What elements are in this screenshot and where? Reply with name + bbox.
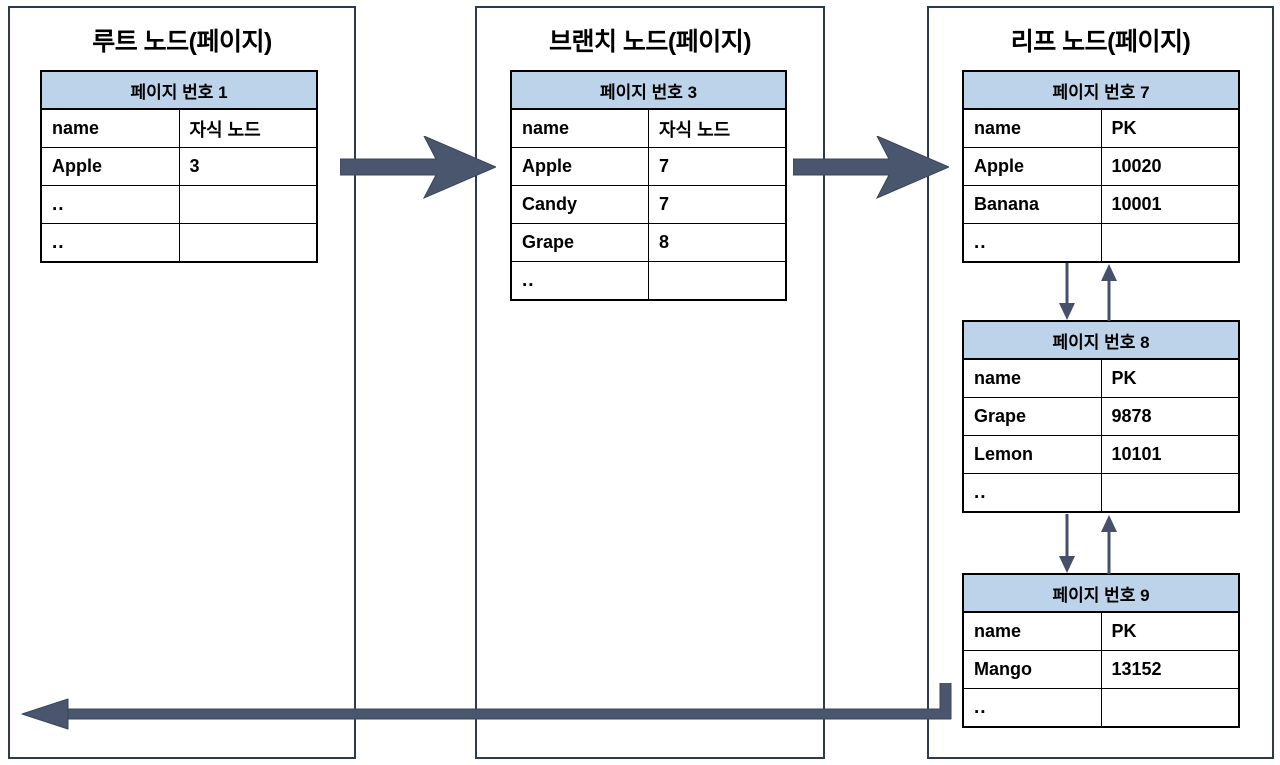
cell-key: .. bbox=[511, 261, 649, 300]
table-header-row: 페이지 번호 9 bbox=[963, 574, 1239, 613]
page-number-header: 페이지 번호 8 bbox=[963, 321, 1239, 360]
arrow-root-to-branch-icon bbox=[340, 136, 496, 200]
page-number-header: 페이지 번호 1 bbox=[41, 71, 317, 110]
cell-key: .. bbox=[963, 223, 1102, 262]
table-row: .. bbox=[41, 223, 317, 262]
cell-key: Mango bbox=[963, 650, 1102, 689]
node-table-page9: 페이지 번호 9 name PK Mango 13152 .. bbox=[962, 573, 1240, 728]
table-row: Mango 13152 bbox=[963, 650, 1239, 689]
column-header-name: name bbox=[963, 611, 1102, 651]
table-header-row: 페이지 번호 8 bbox=[963, 321, 1239, 360]
table-row: .. bbox=[963, 688, 1239, 727]
cell-value bbox=[648, 261, 786, 300]
cell-value: 10001 bbox=[1100, 185, 1239, 224]
column-header-pk: PK bbox=[1100, 358, 1239, 398]
page-number-header: 페이지 번호 9 bbox=[963, 574, 1239, 613]
panel-leaf-title: 리프 노드(페이지) bbox=[1010, 28, 1191, 56]
column-header-pk: PK bbox=[1100, 611, 1239, 651]
column-header-child: 자식 노드 bbox=[648, 108, 786, 148]
cell-value: 8 bbox=[648, 223, 786, 262]
panel-branch-node: 브랜치 노드(페이지) bbox=[475, 6, 825, 759]
panel-root-node: 루트 노드(페이지) bbox=[8, 6, 356, 759]
cell-key: Apple bbox=[41, 147, 180, 186]
cell-key: .. bbox=[963, 688, 1102, 727]
column-header-child: 자식 노드 bbox=[178, 108, 317, 148]
cell-value bbox=[178, 185, 317, 224]
cell-value: 7 bbox=[648, 185, 786, 224]
cell-value bbox=[178, 223, 317, 262]
panel-leaf-node: 리프 노드(페이지) bbox=[927, 6, 1274, 759]
table-row: Lemon 10101 bbox=[963, 435, 1239, 474]
cell-value bbox=[1100, 688, 1239, 727]
column-header-name: name bbox=[41, 108, 180, 148]
cell-key: Grape bbox=[963, 397, 1102, 436]
table-row: Grape 9878 bbox=[963, 397, 1239, 436]
node-table-page1: 페이지 번호 1 name 자식 노드 Apple 3 .. .. bbox=[40, 70, 318, 263]
cell-key: .. bbox=[41, 185, 180, 224]
table-row: .. bbox=[963, 223, 1239, 262]
cell-key: Apple bbox=[511, 147, 649, 186]
page-number-header: 페이지 번호 3 bbox=[511, 71, 786, 110]
cell-value: 3 bbox=[178, 147, 317, 186]
table-column-header-row: name PK bbox=[963, 611, 1239, 651]
column-header-pk: PK bbox=[1100, 108, 1239, 148]
table-row: .. bbox=[41, 185, 317, 224]
table-row: Candy 7 bbox=[511, 185, 786, 224]
table-column-header-row: name PK bbox=[963, 358, 1239, 398]
table-row: Banana 10001 bbox=[963, 185, 1239, 224]
cell-value bbox=[1100, 473, 1239, 512]
cell-key: Lemon bbox=[963, 435, 1102, 474]
cell-value bbox=[1100, 223, 1239, 262]
cell-value: 10101 bbox=[1100, 435, 1239, 474]
column-header-name: name bbox=[963, 358, 1102, 398]
table-row: .. bbox=[963, 473, 1239, 512]
cell-key: .. bbox=[41, 223, 180, 262]
table-header-row: 페이지 번호 7 bbox=[963, 71, 1239, 110]
table-row: Grape 8 bbox=[511, 223, 786, 262]
table-header-row: 페이지 번호 3 bbox=[511, 71, 786, 110]
panel-root-title: 루트 노드(페이지) bbox=[92, 28, 272, 56]
table-row: .. bbox=[511, 261, 786, 300]
table-row: Apple 7 bbox=[511, 147, 786, 186]
cell-value: 9878 bbox=[1100, 397, 1239, 436]
cell-key: Apple bbox=[963, 147, 1102, 186]
table-column-header-row: name 자식 노드 bbox=[41, 108, 317, 148]
cell-key: Candy bbox=[511, 185, 649, 224]
table-header-row: 페이지 번호 1 bbox=[41, 71, 317, 110]
page-number-header: 페이지 번호 7 bbox=[963, 71, 1239, 110]
table-row: Apple 3 bbox=[41, 147, 317, 186]
table-row: Apple 10020 bbox=[963, 147, 1239, 186]
cell-value: 10020 bbox=[1100, 147, 1239, 186]
cell-value: 13152 bbox=[1100, 650, 1239, 689]
panel-branch-title: 브랜치 노드(페이지) bbox=[548, 28, 752, 56]
node-table-page8: 페이지 번호 8 name PK Grape 9878 Lemon 10101 … bbox=[962, 320, 1240, 513]
cell-key: Banana bbox=[963, 185, 1102, 224]
cell-value: 7 bbox=[648, 147, 786, 186]
column-header-name: name bbox=[511, 108, 649, 148]
column-header-name: name bbox=[963, 108, 1102, 148]
cell-key: .. bbox=[963, 473, 1102, 512]
node-table-page3: 페이지 번호 3 name 자식 노드 Apple 7 Candy 7 Grap… bbox=[510, 70, 787, 301]
cell-key: Grape bbox=[511, 223, 649, 262]
table-column-header-row: name PK bbox=[963, 108, 1239, 148]
table-column-header-row: name 자식 노드 bbox=[511, 108, 786, 148]
node-table-page7: 페이지 번호 7 name PK Apple 10020 Banana 1000… bbox=[962, 70, 1240, 263]
